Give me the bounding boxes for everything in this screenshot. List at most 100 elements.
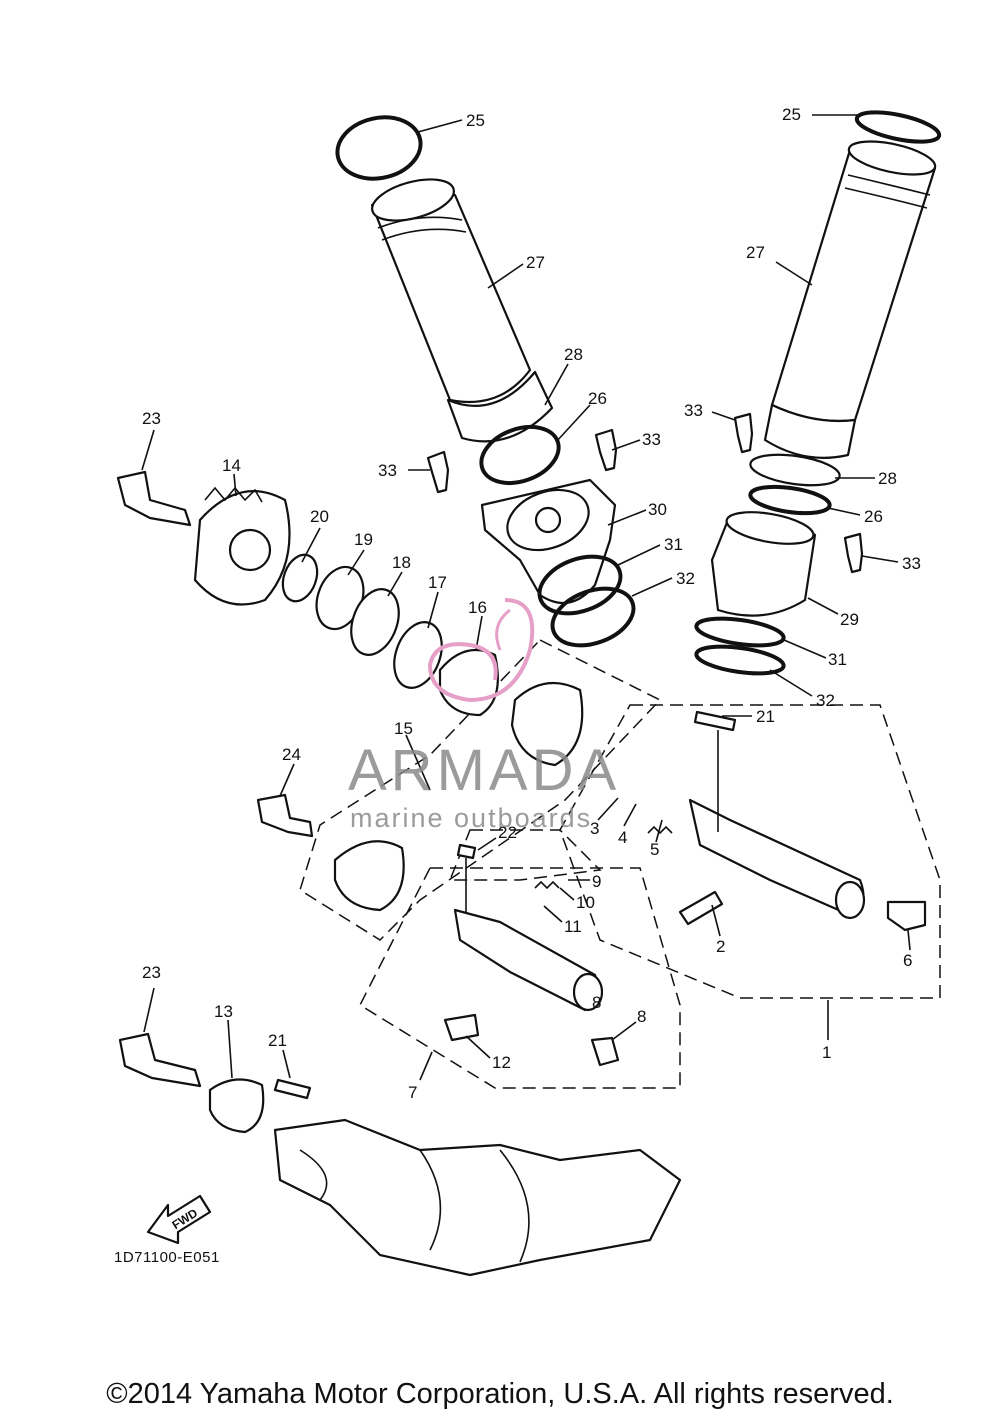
callout-30: 30 xyxy=(648,500,667,519)
leader-30 xyxy=(607,509,647,526)
callout-31-left: 31 xyxy=(664,535,683,554)
callout-5: 5 xyxy=(650,840,659,859)
gear-16 xyxy=(438,648,499,717)
housing-30-hole xyxy=(534,506,562,534)
group-box-1 xyxy=(559,704,941,999)
oring-32-right xyxy=(694,644,786,676)
plug-12 xyxy=(443,1013,480,1042)
washer-28-right xyxy=(749,453,841,487)
oring-25-left xyxy=(335,115,423,181)
gear-14-hub xyxy=(228,528,272,572)
bolt-33-left-a xyxy=(426,450,450,494)
spring-5 xyxy=(647,825,673,835)
callout-28-left: 28 xyxy=(564,345,583,364)
key-22 xyxy=(456,843,477,860)
plug-8-lower xyxy=(590,1036,620,1067)
leader-19 xyxy=(347,549,365,576)
shaft-7-end xyxy=(572,972,604,1012)
callout-23-upper: 23 xyxy=(142,409,161,428)
leader-33-c xyxy=(711,411,736,421)
right-tube-assembly xyxy=(694,110,942,676)
oring-32-left xyxy=(550,586,636,648)
leader-28-left xyxy=(544,363,569,406)
callout-13: 13 xyxy=(214,1002,233,1021)
tube-27-left-groove xyxy=(377,216,467,241)
leader-24 xyxy=(279,763,295,797)
callout-21-lower: 21 xyxy=(268,1031,287,1050)
callout-32-right: 32 xyxy=(816,691,835,710)
leader-12 xyxy=(465,1035,491,1059)
leader-18 xyxy=(387,571,403,597)
callout-33-d: 33 xyxy=(902,554,921,573)
tube-27-right-mouth xyxy=(847,140,937,176)
callout-10: 10 xyxy=(576,893,595,912)
callout-1: 1 xyxy=(822,1043,831,1062)
leader-7 xyxy=(419,1051,433,1081)
leader-23-upper xyxy=(141,429,155,471)
collar-28-right-base xyxy=(763,403,857,459)
oring-31-left xyxy=(537,554,623,616)
tube-27-right xyxy=(770,146,937,423)
leader-8-lower xyxy=(611,1021,637,1041)
armada-logo-mark xyxy=(427,598,535,703)
leader-13 xyxy=(227,1019,233,1079)
callout-29: 29 xyxy=(840,610,859,629)
callout-25-left: 25 xyxy=(466,111,485,130)
callout-4: 4 xyxy=(618,828,627,847)
leader-33-d xyxy=(861,555,899,563)
callout-25-right: 25 xyxy=(782,105,801,124)
leader-31-left xyxy=(617,544,661,566)
callout-21-upper: 21 xyxy=(756,707,775,726)
leader-6 xyxy=(907,929,911,951)
callout-31-right: 31 xyxy=(828,650,847,669)
oring-26-right xyxy=(748,484,832,516)
bolt-33-right-a xyxy=(733,412,754,454)
callout-9: 9 xyxy=(592,872,601,891)
washer-18 xyxy=(350,588,400,656)
callout-23-lower: 23 xyxy=(142,963,161,982)
leader-32-right xyxy=(769,669,813,697)
callout-24: 24 xyxy=(282,745,301,764)
assembly-group-boxes xyxy=(299,639,941,1089)
oring-31-right xyxy=(694,616,786,648)
leader-16 xyxy=(475,615,483,651)
callout-6: 6 xyxy=(903,951,912,970)
bolt-23-lower xyxy=(118,1032,202,1088)
leader-27-left xyxy=(487,263,524,289)
leader-10 xyxy=(559,887,575,901)
pin-2 xyxy=(678,890,724,926)
callout-11: 11 xyxy=(564,917,582,936)
fwd-arrow: FWD xyxy=(146,1194,212,1245)
callout-2: 2 xyxy=(716,937,725,956)
gear-15 xyxy=(510,681,584,767)
tube-27-right-groove xyxy=(844,174,931,209)
lower-crankshaft xyxy=(118,1032,682,1277)
key-21-lower xyxy=(273,1078,312,1100)
callout-3: 3 xyxy=(590,819,599,838)
bolt-33-left-b xyxy=(594,428,618,472)
callout-32-left: 32 xyxy=(676,569,695,588)
collar-28-left xyxy=(446,370,554,443)
leader-21-lower xyxy=(282,1049,291,1079)
callout-27-right: 27 xyxy=(746,243,765,262)
leader-31-right xyxy=(783,639,827,659)
callout-14: 14 xyxy=(222,456,241,475)
leader-23-lower xyxy=(143,987,155,1033)
callout-33-b: 33 xyxy=(642,430,661,449)
middle-shaft-parts xyxy=(256,710,927,1067)
copyright-notice: ©2014 Yamaha Motor Corporation, U.S.A. A… xyxy=(106,1378,894,1410)
armada-watermark: ARMADA marine outboards xyxy=(348,598,620,833)
gear-13 xyxy=(208,1078,265,1134)
callout-19: 19 xyxy=(354,530,373,549)
watermark-brand: ARMADA xyxy=(348,738,620,803)
callout-33-a: 33 xyxy=(378,461,397,480)
callout-28-right: 28 xyxy=(878,469,897,488)
callout-15: 15 xyxy=(394,719,413,738)
leader-22 xyxy=(477,837,497,851)
bolt-24 xyxy=(256,793,314,838)
leader-5 xyxy=(655,819,663,843)
callout-16: 16 xyxy=(468,598,487,617)
bolt-33-right-b xyxy=(843,532,864,574)
leader-32-left xyxy=(631,577,673,597)
